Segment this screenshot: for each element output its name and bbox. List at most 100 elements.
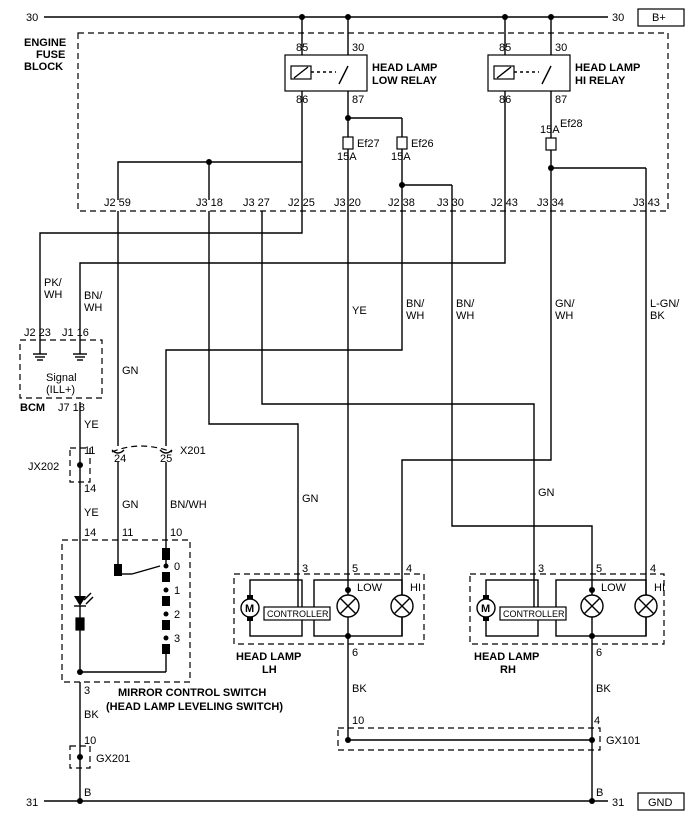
low-relay-title-2: LOW RELAY	[372, 75, 438, 87]
engine-fuse-block: ENGINE FUSE BLOCK 85 30 86 87 HEAD LAMP …	[24, 17, 669, 212]
wire-bk-lh: BK	[352, 683, 367, 695]
rail-31-left-label: 31	[26, 797, 38, 809]
wire-bn-wh-switch: BN/WH	[170, 499, 207, 511]
wire-gn-left: GN	[122, 365, 139, 377]
head-lamp-hi-relay: 85 30 86 87 HEAD LAMP HI RELAY	[487, 17, 640, 106]
conn-j3-30: J3 30	[437, 197, 464, 209]
rh-controller	[499, 606, 567, 621]
low-relay-pin-30: 30	[352, 42, 364, 54]
gx101-pin-4: 4	[594, 715, 600, 727]
hi-relay-pin-30: 30	[555, 42, 567, 54]
head-lamp-rh: 3 5 4 6 M CONTROLLER LOW HI HEAD	[469, 563, 665, 676]
wire-bk-switch: BK	[84, 709, 99, 721]
wire-bn-wh-b1: BN/	[406, 298, 425, 310]
x201-label: X201	[180, 445, 206, 457]
wire-pk-wh-1: PK/	[44, 277, 63, 289]
lh-pin-3: 3	[302, 563, 308, 575]
wire-gn-wh-1: GN/	[555, 298, 576, 310]
switch-pin-14: 14	[84, 527, 96, 539]
gnd-tag	[637, 792, 685, 811]
fuse-ef28: 15A Ef28	[540, 91, 583, 151]
ef28-rating: 15A	[540, 124, 560, 136]
wire-gn-rh: GN	[538, 487, 555, 499]
bcm-ground-icon-1	[33, 340, 47, 361]
b-plus-rail: 30 30 B+	[26, 8, 685, 27]
wire-bn-wh-a2: WH	[84, 302, 102, 314]
wire-bn-wh-b2: WH	[406, 310, 424, 322]
lh-pin-4: 4	[406, 563, 412, 575]
jx202-connector: 11 14 JX202	[28, 445, 96, 495]
x201-pin-25: 25	[160, 453, 172, 465]
rh-low-label: LOW	[601, 582, 627, 594]
ef26-name: Ef26	[411, 138, 434, 150]
rh-motor-icon: M	[476, 595, 496, 621]
rail-31-right-label: 31	[612, 797, 624, 809]
fuse-block-title-2: FUSE	[36, 49, 65, 61]
head-lamp-lh: 3 5 4 6 M CONTROLLER LOW	[233, 563, 425, 676]
conn-j2-59: J2 59	[104, 197, 131, 209]
svg-text:M: M	[481, 603, 490, 615]
bcm-label: BCM	[20, 402, 45, 414]
rh-hi-bulb-icon	[634, 594, 658, 618]
lh-controller	[263, 606, 331, 621]
b-plus-tag	[637, 8, 685, 27]
fuse-block-title-3: BLOCK	[24, 61, 63, 73]
conn-j3-18: J3 18	[196, 197, 223, 209]
bcm-signal-2: (ILL+)	[46, 384, 75, 396]
ef26-rating: 15A	[391, 151, 411, 163]
svg-text:M: M	[245, 603, 254, 615]
gx201-label: GX201	[96, 753, 130, 765]
fuse-block-title-1: ENGINE	[24, 37, 66, 49]
bcm-pin-j1-16: J1 16	[62, 327, 89, 339]
switch-pos-0: 0	[174, 561, 180, 573]
hi-relay-title-2: HI RELAY	[575, 75, 626, 87]
wire-gn-lh: GN	[302, 493, 319, 505]
switch-pos-2: 2	[174, 609, 180, 621]
jx202-pin-bottom: 14	[84, 483, 96, 495]
gnd-tag-text: GND	[648, 797, 673, 809]
b-plus-tag-text: B+	[652, 12, 666, 24]
led-icon	[74, 540, 166, 675]
wire-ye-bcm: YE	[84, 419, 99, 431]
head-lamp-low-relay: 85 30 86 87 HEAD LAMP LOW RELAY	[284, 17, 438, 106]
rh-controller-label: CONTROLLER	[503, 609, 565, 619]
switch-pin-10: 10	[170, 527, 182, 539]
bcm-signal-1: Signal	[46, 372, 77, 384]
wires: PK/ WH BN/ WH YE BN/ WH BN/ WH GN/ WH L-…	[39, 91, 680, 801]
wire-bk-rh: BK	[596, 683, 611, 695]
rh-low-bulb-icon	[580, 594, 604, 618]
wire-pk-wh-2: WH	[44, 289, 62, 301]
wire-bn-wh-a1: BN/	[84, 290, 103, 302]
hi-relay-pin-85: 85	[499, 42, 511, 54]
ef27-rating: 15A	[337, 151, 357, 163]
bcm-pin-j7-18: J7 18	[58, 402, 85, 414]
gx201-pin-10: 10	[84, 735, 96, 747]
ef28-name: Ef28	[560, 118, 583, 130]
rh-pin-6: 6	[596, 647, 602, 659]
wire-lgn-bk-2: BK	[650, 310, 665, 322]
bcm-ground-icon-2	[73, 340, 87, 361]
low-relay-pin-87: 87	[352, 94, 364, 106]
leveling-selector-icon: 0 1 2 3	[114, 540, 180, 672]
x201-pin-24: 24	[114, 453, 126, 465]
gx201-pin-b-left: B	[84, 787, 91, 799]
wire-gn-wh-2: WH	[555, 310, 573, 322]
lh-title-1: HEAD LAMP	[236, 651, 301, 663]
rh-hi-label: HI	[654, 582, 665, 594]
rh-pin-4: 4	[650, 563, 656, 575]
switch-title-1: MIRROR CONTROL SWITCH	[118, 687, 266, 699]
switch-pos-1: 1	[174, 585, 180, 597]
lh-low-label: LOW	[357, 582, 383, 594]
wire-lgn-bk-1: L-GN/	[650, 298, 680, 310]
fuse-ef26: 15A Ef26	[391, 118, 434, 163]
switch-pin-3: 3	[84, 685, 90, 697]
lh-hi-bulb-icon	[390, 594, 414, 618]
jx202-pin-top: 11	[84, 445, 95, 457]
wire-gn-switch: GN	[122, 499, 139, 511]
low-relay-title-1: HEAD LAMP	[372, 62, 437, 74]
switch-title-2: (HEAD LAMP LEVELING SWITCH)	[106, 701, 283, 713]
bcm-pin-j2-23: J2 23	[24, 327, 51, 339]
conn-j3-27: J3 27	[243, 197, 270, 209]
